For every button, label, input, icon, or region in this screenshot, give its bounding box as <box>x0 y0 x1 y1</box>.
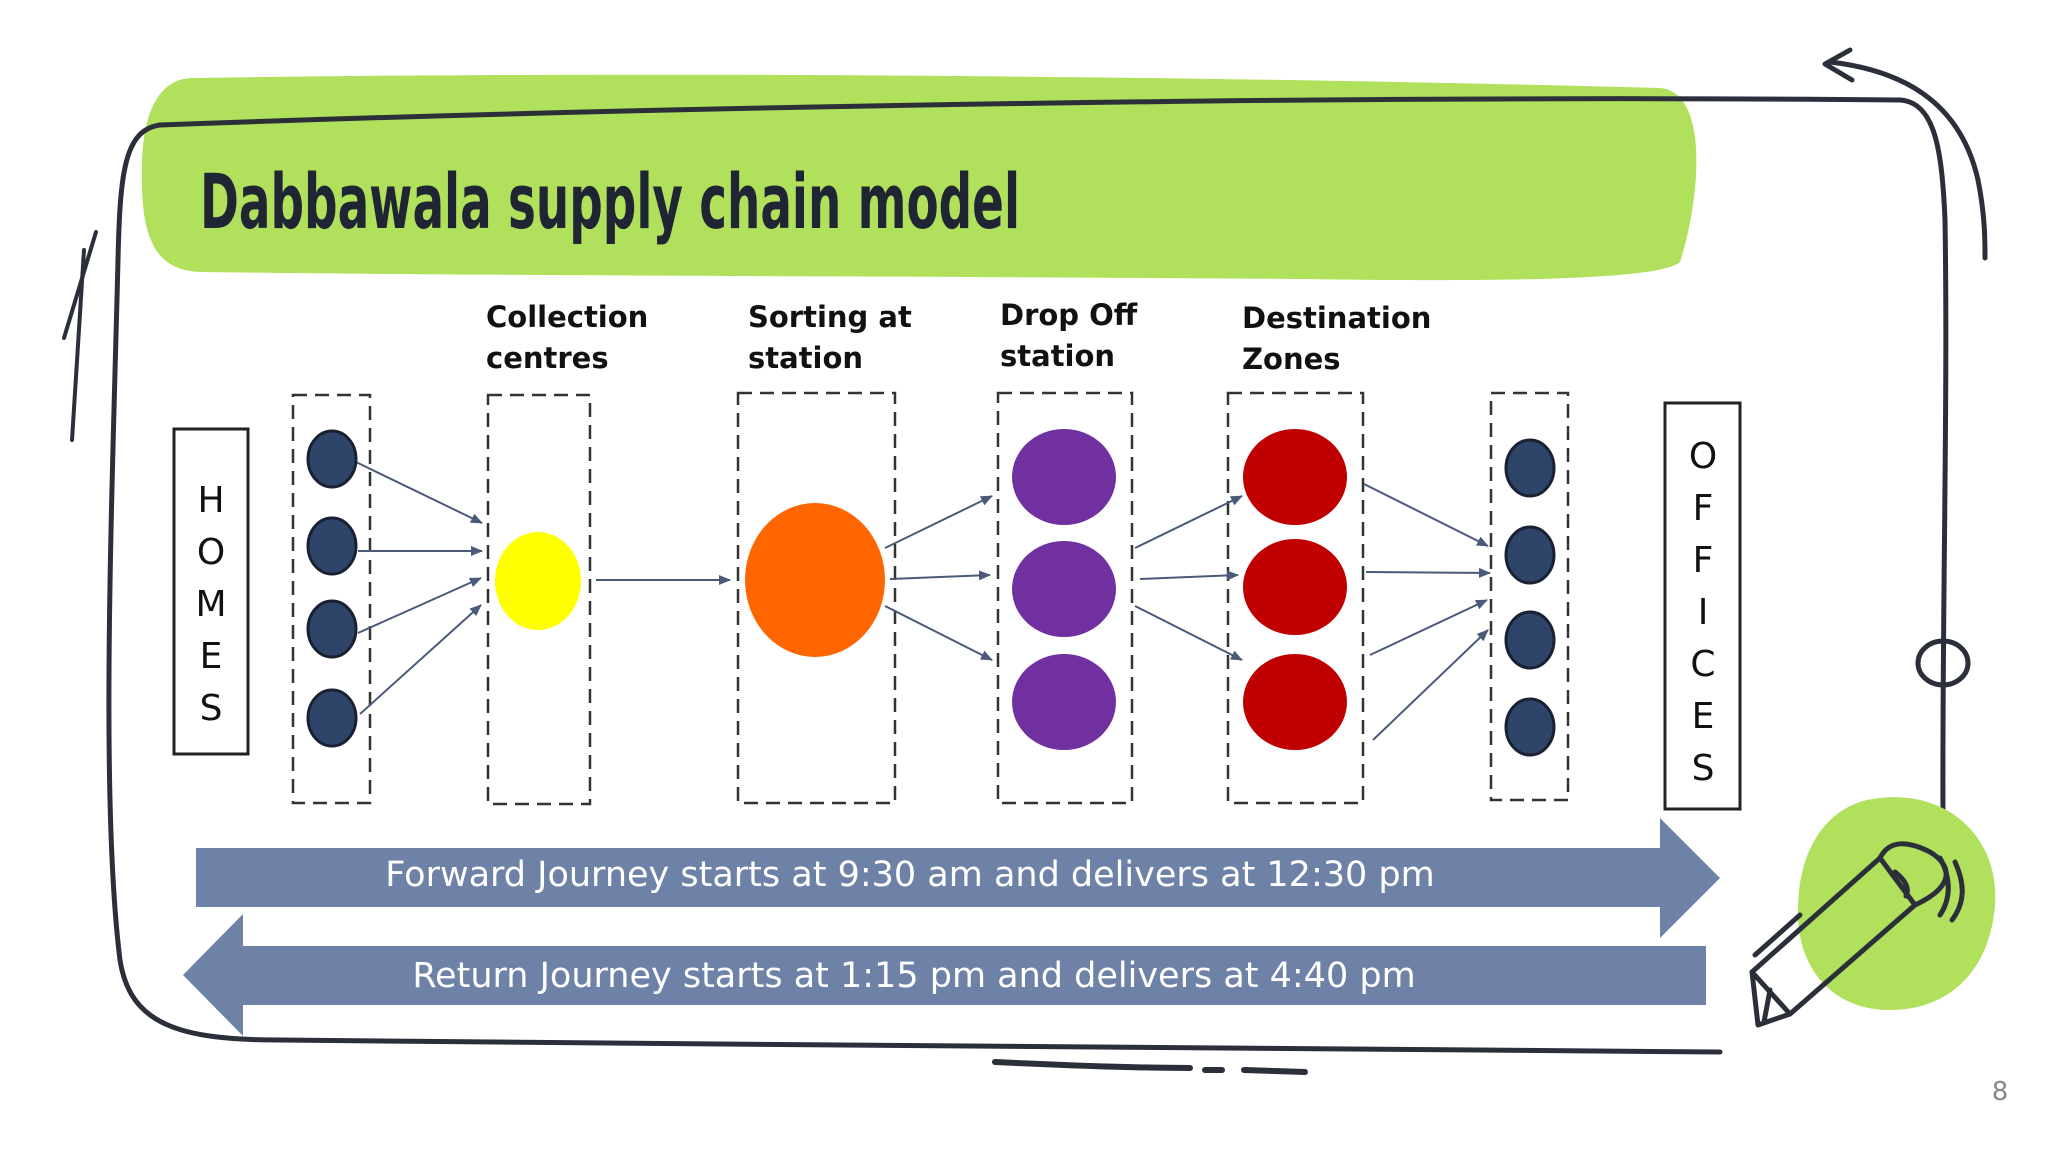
flow-arrow <box>1372 629 1489 741</box>
collection-container <box>486 393 592 806</box>
flow-arrow <box>357 577 482 634</box>
flow-arrow <box>355 461 483 524</box>
homes-letter: S <box>200 688 223 729</box>
offices-letter: F <box>1693 540 1714 581</box>
office-node <box>1504 438 1556 498</box>
dropoff-node <box>1012 541 1116 637</box>
sorting-node <box>745 503 885 657</box>
offices-letter: E <box>1692 696 1715 737</box>
homes-letter: E <box>200 636 223 677</box>
collection-node <box>495 532 581 630</box>
flow-arrow <box>359 604 482 715</box>
destination-container <box>1226 391 1365 805</box>
return-journey-text: Return Journey starts at 1:15 pm and del… <box>412 956 1415 996</box>
pencil-icon <box>1749 797 1996 1028</box>
forward-journey-arrow <box>196 818 1720 938</box>
dropoff-node <box>1012 654 1116 750</box>
sorting-container <box>736 391 897 805</box>
homes-nodes <box>306 429 358 748</box>
destination-label-line1: Destination <box>1242 301 1431 335</box>
destination-node <box>1243 539 1347 635</box>
collection-label-line1: Collection <box>486 300 648 334</box>
flow-arrow <box>884 495 993 549</box>
homes-letter: O <box>197 532 225 573</box>
page-number: 8 <box>1992 1077 2009 1107</box>
title-highlight <box>141 74 1697 281</box>
flow-arrow <box>1363 483 1489 547</box>
offices-letters: O F F I C E S <box>1689 436 1717 789</box>
offices-letter: I <box>1698 592 1709 633</box>
return-journey-arrow <box>183 914 1706 1036</box>
home-node <box>306 516 358 576</box>
offices-letter: S <box>1692 748 1715 789</box>
forward-journey-text: Forward Journey starts at 9:30 am and de… <box>385 855 1434 895</box>
office-node <box>1504 697 1556 757</box>
offices-letter: C <box>1690 644 1715 685</box>
flow-arrow <box>1369 599 1488 656</box>
sorting-label-line1: Sorting at <box>748 300 912 334</box>
offices-nodes <box>1504 438 1556 757</box>
offices-box <box>1663 401 1742 811</box>
home-node <box>306 688 358 748</box>
flow-arrow <box>889 570 991 581</box>
homes-letter: H <box>197 480 224 521</box>
stage-labels: Collection centres Sorting at station Dr… <box>486 298 1431 376</box>
destination-node <box>1243 654 1347 750</box>
homes-letter: M <box>195 584 226 625</box>
dropoff-label-line1: Drop Off <box>1000 298 1138 332</box>
homes-box <box>172 427 250 756</box>
flow-arrow <box>1134 495 1243 549</box>
home-node <box>306 429 358 489</box>
homes-letters: H O M E S <box>195 480 226 729</box>
dropoff-container <box>996 391 1134 805</box>
flow-arrow <box>1365 567 1491 578</box>
flow-arrow <box>1134 605 1243 661</box>
sorting-label-line2: station <box>748 341 863 375</box>
destination-nodes <box>1243 429 1347 750</box>
sketch-frame <box>62 47 1988 1075</box>
dropoff-node <box>1012 429 1116 525</box>
flow-arrow <box>1139 570 1239 581</box>
dropoff-nodes <box>1012 429 1116 750</box>
destination-label-line2: Zones <box>1242 342 1341 376</box>
flow-arrow <box>884 605 993 661</box>
offices-letter: O <box>1689 436 1717 477</box>
collection-label-line2: centres <box>486 341 609 375</box>
dropoff-label-line2: station <box>1000 339 1115 373</box>
destination-node <box>1243 429 1347 525</box>
offices-letter: F <box>1693 488 1714 529</box>
office-node <box>1504 525 1556 585</box>
home-node <box>306 599 358 659</box>
flow-arrows <box>355 461 1491 741</box>
office-node <box>1504 610 1556 670</box>
page-title: Dabbawala supply chain model <box>200 157 1020 246</box>
